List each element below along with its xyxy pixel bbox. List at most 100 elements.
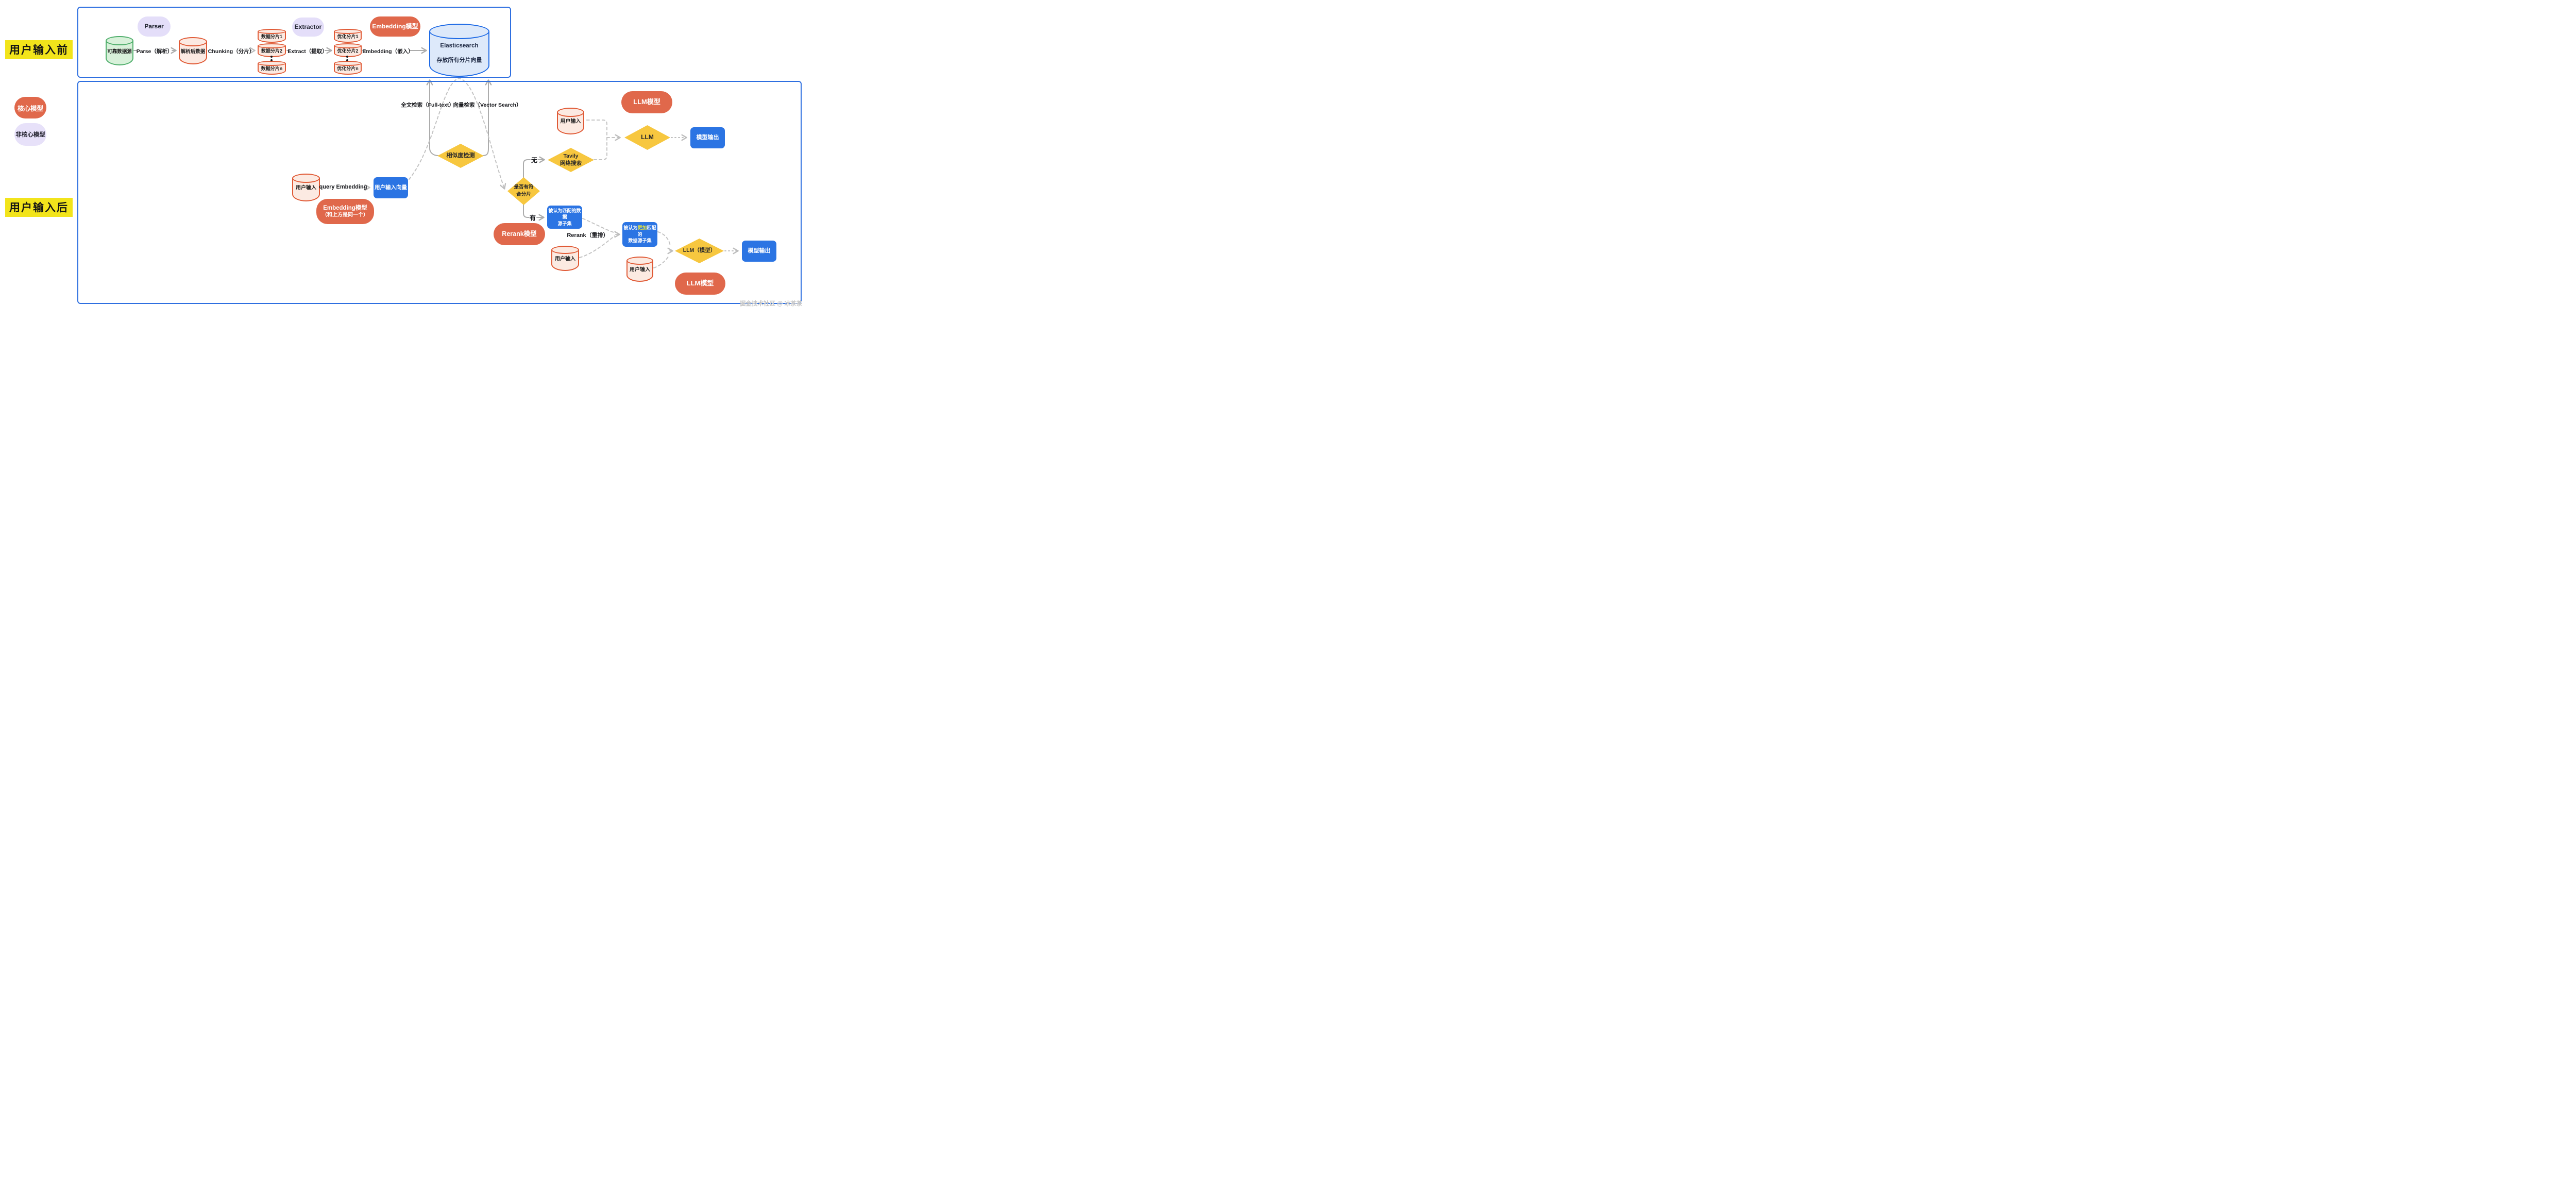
shard1-label: 数据分片1 (261, 33, 282, 39)
cylinder-top (258, 43, 286, 48)
cylinder-body (179, 42, 207, 64)
dot (346, 59, 348, 61)
user-input-cylinder-3: 用户输入 (551, 246, 579, 271)
user-input-label-3: 用户输入 (555, 256, 575, 262)
edge-rematched-llm2 (657, 231, 671, 246)
edge-tavily-userinput-loop (585, 120, 607, 160)
edge-fulltext-up (426, 79, 438, 156)
has-match-line1: 是否有符 (514, 184, 534, 191)
legend-core-model: 核心模型 (14, 97, 46, 118)
llm2-label: LLM（模型） (683, 247, 716, 254)
user-vector-node: 用户输入向量 (374, 177, 408, 198)
tavily-line2: 网络搜索 (560, 160, 582, 166)
cylinder-body (258, 63, 286, 75)
shardn-cylinder: 数据分片n (258, 61, 286, 75)
user-input-cylinder-2: 用户输入 (557, 108, 584, 134)
user-input-label-4: 用户输入 (630, 267, 650, 273)
cylinder-top (258, 61, 286, 66)
rematched-prefix: 被认为 (623, 225, 638, 231)
user-input-cylinder-1: 用户输入 (292, 174, 320, 201)
user-input-cylinder-4: 用户输入 (626, 257, 653, 282)
matched-subset-line2: 源子集 (557, 220, 572, 226)
shardn-label: 数据分片n (261, 65, 283, 71)
yes-branch-label: 有 (529, 214, 536, 222)
fulltext-edge-label: 全文检索（Full-text） (401, 102, 454, 108)
cylinder-top (258, 29, 286, 34)
cylinder-top (557, 108, 584, 117)
embedding-model-label: Embedding模型 (372, 22, 418, 30)
cylinder-top (334, 29, 362, 34)
dot (270, 59, 273, 61)
parser-bubble: Parser (138, 16, 171, 37)
opt1-cylinder: 优化分片1 (334, 29, 362, 43)
matched-subset-line1: 被认为匹配的数据 (548, 208, 581, 220)
optn-label: 优化分片n (337, 65, 359, 71)
embedding-model2-line2: （和上方是同一个） (322, 212, 368, 218)
llm-model-label-1: LLM模型 (633, 98, 660, 106)
parse-edge-label: Parse（解析） (136, 48, 173, 55)
ellipsis-dots (346, 56, 348, 61)
cylinder-top (551, 246, 579, 254)
llm-label: LLM (641, 133, 654, 141)
shard2-cylinder: 数据分片2 (258, 43, 286, 57)
legend-core-model-label: 核心模型 (17, 105, 43, 112)
model-output-node-1: 模型输出 (690, 127, 725, 148)
rerank-edge-label: Rerank（重排） (567, 232, 609, 239)
matched-subset-node: 被认为匹配的数据 源子集 (547, 206, 582, 229)
elasticsearch-title: Elasticsearch (440, 43, 479, 49)
llm-model-bubble-1: LLM模型 (621, 91, 672, 113)
connector-lines (133, 47, 739, 268)
opt2-cylinder: 优化分片2 (334, 43, 362, 57)
rematched-emphasis: 更加 (637, 225, 647, 231)
legend-noncore-model-label: 非核心模型 (15, 132, 45, 138)
cylinder-top (179, 37, 207, 46)
chunking-edge-label: Chunking（分片） (208, 48, 255, 55)
cylinder-top (292, 174, 320, 183)
shard1-cylinder: 数据分片1 (258, 29, 286, 43)
elasticsearch-subtitle: 存放所有分片向量 (436, 57, 482, 63)
source-db-cylinder: 可靠数据源 (106, 36, 133, 65)
extractor-label: Extractor (294, 23, 322, 30)
user-input-label-1: 用户输入 (296, 185, 316, 191)
phase-label-before: 用户输入前 (5, 40, 73, 59)
rerank-model-label: Rerank模型 (502, 230, 537, 238)
embedding-model2-line1: Embedding模型 (323, 205, 367, 211)
query-embedding-edge-label: query Embedding (319, 184, 367, 190)
cylinder-top (334, 61, 362, 66)
pre-input-frame (77, 7, 511, 78)
cylinder-top (334, 43, 362, 48)
watermark: 掘金技术社区 @ 冰茶茶 (739, 301, 802, 307)
tavily-line1: Tavily (563, 152, 579, 159)
optn-cylinder: 优化分片n (334, 61, 362, 75)
dot (270, 56, 273, 58)
user-input-label-2: 用户输入 (560, 118, 581, 125)
model-output-label-1: 模型输出 (696, 134, 719, 141)
user-vector-label: 用户输入向量 (375, 184, 407, 191)
embedding-model2-bubble: Embedding模型 （和上方是同一个） (316, 199, 374, 224)
elasticsearch-labels: Elasticsearch 存放所有分片向量 (427, 43, 492, 64)
ellipsis-dots (270, 56, 273, 61)
model-output-label-2: 模型输出 (748, 247, 771, 254)
dot (346, 56, 348, 58)
edge-match-no (523, 159, 531, 178)
opt2-label: 优化分片2 (337, 48, 359, 54)
diagram-canvas: 用户输入前 用户输入后 核心模型 非核心模型 可靠数据源 Parser Pars… (0, 0, 804, 309)
cylinder-body (292, 178, 320, 201)
extract-edge-label: Extract（提取） (287, 48, 328, 55)
rerank-model-bubble: Rerank模型 (494, 223, 545, 245)
llm-model-label-2: LLM模型 (686, 279, 714, 287)
cylinder-body (106, 41, 133, 65)
edge-user4-llm2 (653, 254, 670, 268)
post-input-frame (77, 81, 802, 304)
cylinder-body (334, 63, 362, 75)
edge-match-yes (523, 204, 530, 218)
extractor-bubble: Extractor (292, 18, 324, 37)
embedding-edge-label: Embedding（嵌入） (362, 48, 414, 55)
parser-label: Parser (144, 22, 164, 30)
embedding-model-bubble: Embedding模型 (370, 16, 420, 37)
elasticsearch-cylinder: Elasticsearch 存放所有分片向量 (429, 24, 489, 77)
opt1-label: 优化分片1 (337, 33, 359, 39)
rematched-subset-line2: 数据源子集 (628, 238, 652, 244)
shard2-label: 数据分片2 (261, 48, 282, 54)
llm-model-bubble-2: LLM模型 (675, 273, 725, 295)
